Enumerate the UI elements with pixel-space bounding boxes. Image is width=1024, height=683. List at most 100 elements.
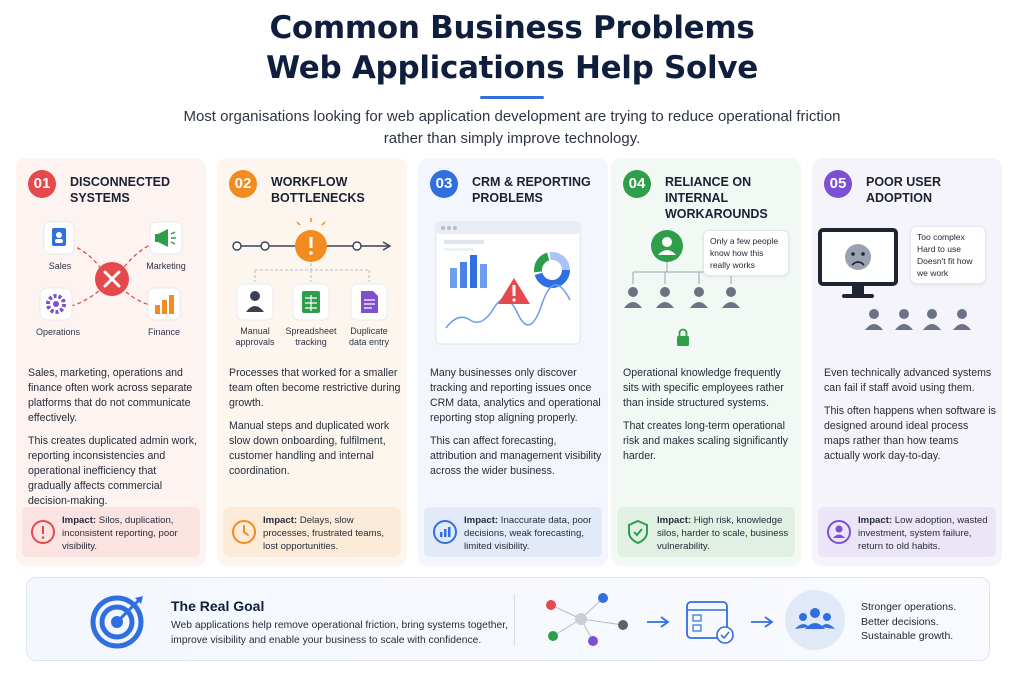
users-icon <box>865 309 971 330</box>
workflow-illustration: Manual approvals Spreadsheet tracking Du… <box>217 208 407 358</box>
step-number-badge: 03 <box>430 170 458 198</box>
outcome-1: Stronger operations. <box>861 601 957 613</box>
title-line-1: Common Business Problems <box>269 10 755 46</box>
card-title-line-2: WORKAROUNDS <box>665 207 768 221</box>
impact-text: Impact: Delays, slow processes, frustrat… <box>263 514 397 553</box>
card-title-line-1: DISCONNECTED <box>70 175 171 189</box>
card-title-line-1: WORKFLOW <box>271 175 348 189</box>
impact-label: Impact: <box>858 515 893 526</box>
bubble-line-2: know how this <box>710 248 764 258</box>
clock-icon <box>232 520 256 544</box>
label-operations: Operations <box>35 327 81 337</box>
bubble-line-3: Doesn't fit how <box>917 256 973 266</box>
bubble-line-4: we work <box>917 268 949 278</box>
card-body: Operational knowledge frequently sits wi… <box>623 366 795 472</box>
adoption-illustration: Too complex Hard to use Doesn't fit how … <box>812 208 1002 358</box>
card-workflow-bottlenecks: 02 WORKFLOW BOTTLENECKS <box>217 158 407 566</box>
bubble-line-1: Too complex <box>917 232 965 242</box>
team-icon <box>785 590 845 650</box>
impact-label: Impact: <box>657 515 692 526</box>
impact-box: Impact: Silos, duplication, inconsistent… <box>22 507 200 557</box>
goal-title: The Real Goal <box>171 598 265 614</box>
chart-icon <box>433 520 457 544</box>
card-paragraph-1: Operational knowledge frequently sits wi… <box>623 367 784 409</box>
card-paragraph-2: This can affect forecasting, attribution… <box>430 435 602 477</box>
subtitle-line-1: Most organisations looking for web appli… <box>183 108 841 125</box>
card-paragraph-2: This often happens when software is desi… <box>824 405 996 462</box>
impact-label: Impact: <box>464 515 499 526</box>
impact-box: Impact: High risk, knowledge silos, hard… <box>617 507 795 557</box>
impact-detail: Silos, duplication, inconsistent reporti… <box>62 515 178 552</box>
label-finance: Finance <box>147 327 181 337</box>
adoption-diagram <box>818 228 971 330</box>
card-title-line-2: PROBLEMS <box>472 191 543 205</box>
impact-detail: High risk, knowledge silos, harder to sc… <box>657 515 789 552</box>
impact-detail: Delays, slow processes, frustrated teams… <box>263 515 385 552</box>
alert-icon <box>31 520 55 544</box>
bubble-line-1: Only a few people <box>710 236 779 246</box>
hub-node-icon <box>575 613 587 625</box>
team-members-icon <box>624 287 740 308</box>
card-title: WORKFLOW BOTTLENECKS <box>271 174 401 206</box>
impact-box: Impact: Delays, slow processes, frustrat… <box>223 507 401 557</box>
bubble-line-3: really works <box>710 260 755 270</box>
card-title: POOR USER ADOPTION <box>866 174 996 206</box>
step-number-badge: 02 <box>229 170 257 198</box>
impact-detail: Inaccurate data, poor decisions, weak fo… <box>464 515 592 552</box>
card-title-line-2: BOTTLENECKS <box>271 191 365 205</box>
disconnected-systems-illustration: Sales Marketing Operations Finance <box>16 208 206 358</box>
label-duplicate-data-entry: Duplicate data entry <box>348 326 390 347</box>
page-subtitle: Most organisations looking for web appli… <box>150 106 874 150</box>
org-diagram <box>624 230 751 346</box>
divider <box>514 594 515 646</box>
subtitle-line-2: rather than simply improve technology. <box>383 130 641 147</box>
card-paragraph-1: Many businesses only discover tracking a… <box>430 367 601 424</box>
workflow-diagram <box>232 218 392 321</box>
card-title-line-2: ADOPTION <box>866 191 932 205</box>
arrow-icon <box>647 616 670 628</box>
impact-text: Impact: Silos, duplication, inconsistent… <box>62 514 196 553</box>
systems-diagram <box>39 221 183 321</box>
outcome-3: Sustainable growth. <box>861 630 954 642</box>
card-body: Processes that worked for a smaller team… <box>229 366 401 487</box>
goal-description: Web applications help remove operational… <box>171 620 508 646</box>
card-title-line-1: CRM & REPORTING <box>472 175 591 189</box>
card-paragraph-1: Sales, marketing, operations and finance… <box>28 367 193 424</box>
goal-outcomes: Stronger operations. Better decisions. S… <box>861 600 956 644</box>
impact-box: Impact: Inaccurate data, poor decisions,… <box>424 507 602 557</box>
bubble-line-2: Hard to use <box>917 244 961 254</box>
card-poor-user-adoption: 05 POOR USER ADOPTION Too complex Hard t… <box>812 158 1002 566</box>
title-underline <box>480 96 544 99</box>
step-number-badge: 04 <box>623 170 651 198</box>
label-spreadsheet-tracking: Spreadsheet tracking <box>285 326 337 347</box>
dashboard-illustration <box>418 208 608 358</box>
impact-box: Impact: Low adoption, wasted investment,… <box>818 507 996 557</box>
title-line-2: Web Applications Help Solve <box>265 50 759 86</box>
card-body: Many businesses only discover tracking a… <box>430 366 602 487</box>
sad-face-icon <box>845 244 871 270</box>
app-window-icon <box>686 601 728 639</box>
label-sales: Sales <box>48 261 72 271</box>
real-goal-banner: The Real Goal Web applications help remo… <box>26 577 990 661</box>
card-paragraph-1: Even technically advanced systems can fa… <box>824 367 992 394</box>
lock-icon <box>677 336 689 346</box>
speech-bubble: Too complex Hard to use Doesn't fit how … <box>910 226 986 284</box>
card-paragraph-2: That creates long-term operational risk … <box>623 420 788 462</box>
card-title-line-1: RELIANCE ON INTERNAL <box>665 175 752 205</box>
impact-text: Impact: High risk, knowledge silos, hard… <box>657 514 791 553</box>
impact-label: Impact: <box>263 515 298 526</box>
card-title-line-1: POOR USER <box>866 175 942 189</box>
impact-text: Impact: Low adoption, wasted investment,… <box>858 514 992 553</box>
card-paragraph-2: Manual steps and duplicated work slow do… <box>229 420 390 477</box>
card-paragraph-2: This creates duplicated admin work, repo… <box>28 435 197 507</box>
card-body: Even technically advanced systems can fa… <box>824 366 996 472</box>
card-title: RELIANCE ON INTERNAL WORKAROUNDS <box>665 174 795 222</box>
page-title: Common Business Problems Web Application… <box>0 8 1024 88</box>
card-title: DISCONNECTED SYSTEMS <box>70 174 200 206</box>
card-title: CRM & REPORTING PROBLEMS <box>472 174 602 206</box>
card-body: Sales, marketing, operations and finance… <box>28 366 200 517</box>
step-number-badge: 05 <box>824 170 852 198</box>
outcome-2: Better decisions. <box>861 615 939 628</box>
impact-detail: Low adoption, wasted investment, system … <box>858 515 988 552</box>
dashboard-diagram <box>435 221 581 345</box>
